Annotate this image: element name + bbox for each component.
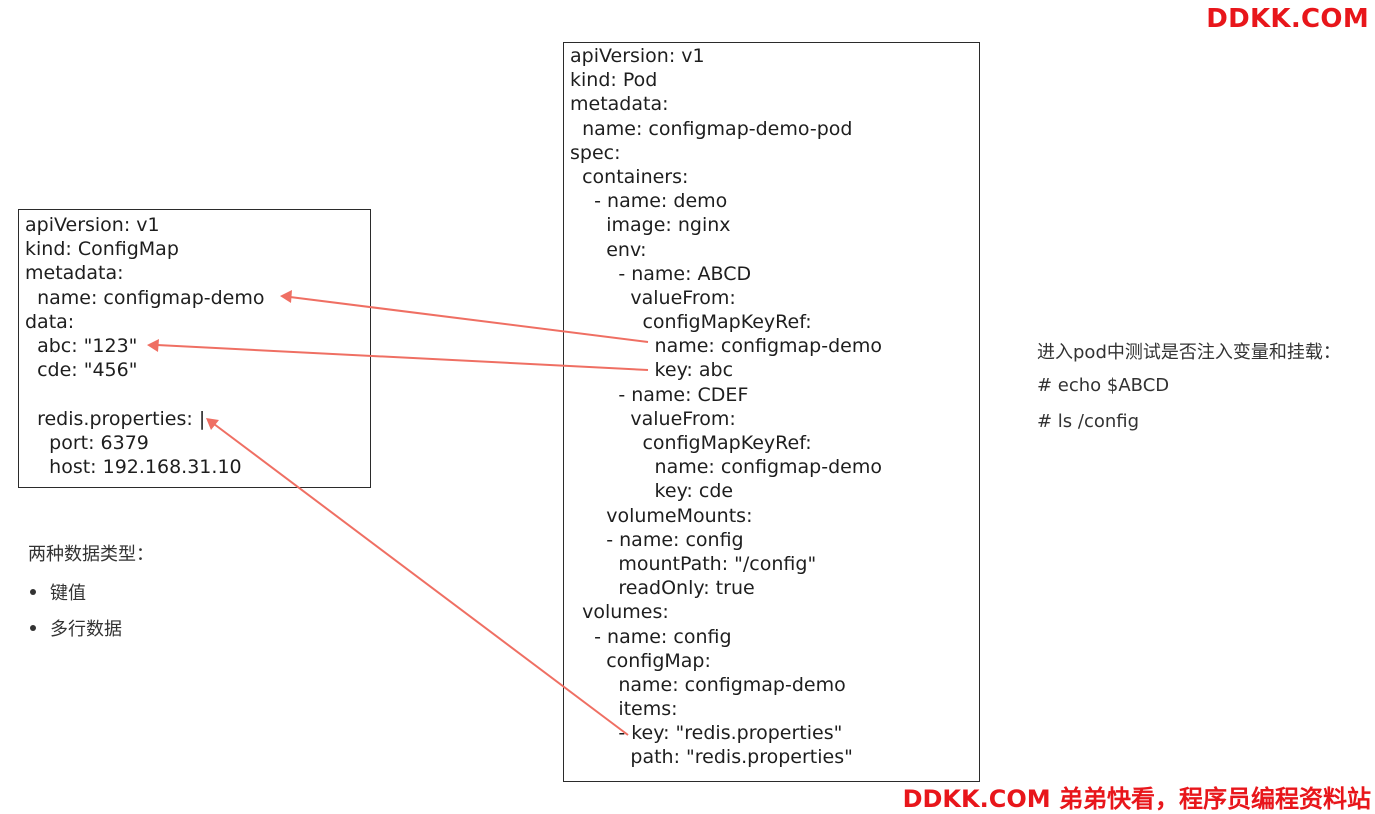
pod-line: metadata: xyxy=(570,93,669,116)
bullet-icon xyxy=(30,589,36,595)
list-item: 多行数据 xyxy=(28,616,154,640)
configmap-line: redis.properties: | xyxy=(25,407,206,430)
configmap-line: abc: "123" xyxy=(25,334,138,357)
pod-yaml-box: apiVersion: v1 kind: Pod metadata: name:… xyxy=(563,42,980,782)
pod-line: items: xyxy=(570,698,678,721)
configmap-line: apiVersion: v1 xyxy=(25,214,160,236)
pod-line: env: xyxy=(570,238,647,261)
pod-line: mountPath: "/config" xyxy=(570,552,817,575)
bullet-icon xyxy=(30,625,36,631)
pod-line: key: abc xyxy=(570,359,734,382)
pod-line: kind: Pod xyxy=(570,69,658,92)
list-item: 键值 xyxy=(28,580,154,604)
configmap-line: metadata: xyxy=(25,262,124,285)
pod-line: name: configmap-demo xyxy=(570,335,882,358)
pod-line: name: configmap-demo-pod xyxy=(570,117,853,140)
pod-line: - name: config xyxy=(570,625,732,648)
configmap-line: name: configmap-demo xyxy=(25,286,265,309)
pod-line: volumes: xyxy=(570,601,669,624)
configmap-line xyxy=(25,382,370,406)
pod-line: spec: xyxy=(570,141,621,164)
pod-line: valueFrom: xyxy=(570,286,736,309)
data-types-title: 两种数据类型： xyxy=(28,544,154,565)
pod-line: - name: demo xyxy=(570,190,728,213)
pod-line: - key: "redis.properties" xyxy=(570,722,843,745)
pod-line: name: configmap-demo xyxy=(570,456,882,479)
instruction-line: # ls /config xyxy=(1037,411,1140,432)
test-instructions-note: 进入pod中测试是否注入变量和挂载： # echo $ABCD # ls /co… xyxy=(1037,338,1341,448)
pod-line: - name: config xyxy=(570,528,744,551)
watermark-bottom: DDKK.COM 弟弟快看，程序员编程资料站 xyxy=(902,785,1371,813)
pod-line: - name: CDEF xyxy=(570,383,749,406)
watermark-top: DDKK.COM xyxy=(1206,4,1369,34)
configmap-line: kind: ConfigMap xyxy=(25,238,179,261)
pod-line: configMapKeyRef: xyxy=(570,432,812,454)
pod-line: configMapKeyRef: xyxy=(570,311,812,334)
pod-line: containers: xyxy=(570,165,689,188)
pod-line: image: nginx xyxy=(570,214,731,237)
instruction-line: 进入pod中测试是否注入变量和挂载： xyxy=(1037,342,1341,363)
configmap-line: data: xyxy=(25,310,75,333)
pod-line: configMap: xyxy=(570,649,711,672)
pod-line: valueFrom: xyxy=(570,407,736,430)
pod-line: volumeMounts: xyxy=(570,504,753,527)
pod-line: key: cde xyxy=(570,480,734,503)
configmap-line: port: 6379 xyxy=(25,431,149,454)
configmap-line: cde: "456" xyxy=(25,359,138,382)
pod-line: apiVersion: v1 xyxy=(570,45,705,67)
pod-line: name: configmap-demo xyxy=(570,673,846,696)
pod-line: - name: ABCD xyxy=(570,262,752,285)
pod-line: path: "redis.properties" xyxy=(570,746,853,769)
list-item-label: 键值 xyxy=(50,583,86,604)
list-item-label: 多行数据 xyxy=(50,619,122,640)
instruction-line: # echo $ABCD xyxy=(1037,374,1170,396)
configmap-yaml-box: apiVersion: v1 kind: ConfigMap metadata:… xyxy=(18,209,371,488)
pod-line: readOnly: true xyxy=(570,577,755,600)
configmap-line: host: 192.168.31.10 xyxy=(25,455,242,478)
data-types-note: 两种数据类型： 键值 多行数据 xyxy=(28,540,154,652)
